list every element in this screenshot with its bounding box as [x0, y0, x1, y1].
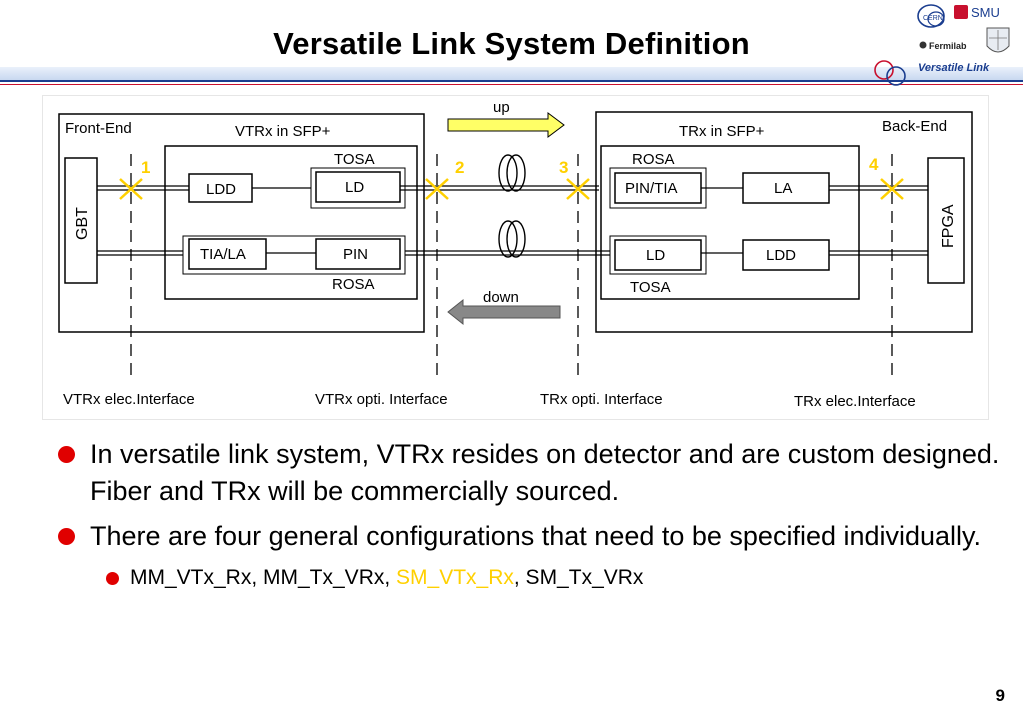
bullet-dot-icon — [58, 446, 75, 463]
pin-tia-label: PIN/TIA — [625, 180, 678, 197]
ldd-left-label: LDD — [206, 181, 236, 198]
fiber-coil-top-icon — [498, 154, 526, 192]
marker-x-icons — [119, 178, 904, 200]
header-rule-red — [0, 84, 1023, 85]
fermilab-text: Fermilab — [929, 41, 967, 51]
logo-cluster: CERN SMU Fermilab — [914, 2, 1019, 62]
slide-title: Versatile Link System Definition — [273, 26, 750, 61]
up-arrow — [447, 112, 565, 138]
sub-bullet-item: MM_VTx_Rx, MM_Tx_VRx, SM_VTx_Rx, SM_Tx_V… — [58, 563, 1013, 593]
header-band — [0, 67, 1023, 80]
interface-label-vtrx-elec: VTRx elec.Interface — [63, 391, 195, 408]
gbt-block — [64, 157, 98, 284]
smu-logo: SMU — [954, 5, 1000, 20]
left-rosa-label: ROSA — [332, 276, 375, 293]
bullet-text: There are four general configurations th… — [90, 521, 982, 551]
marker-2: 2 — [455, 158, 464, 177]
bullet-text: In versatile link system, VTRx resides o… — [90, 439, 1000, 506]
cern-logo: CERN — [917, 4, 945, 28]
bullet-item: In versatile link system, VTRx resides o… — [58, 436, 1013, 510]
up-label: up — [493, 99, 510, 116]
ldd-right-label: LDD — [766, 247, 796, 264]
interface-label-trx-opti: TRx opti. Interface — [540, 391, 663, 408]
sub-bullet-text-part1: MM_VTx_Rx, MM_Tx_VRx, — [130, 566, 397, 589]
right-tosa-label: TOSA — [630, 279, 671, 296]
smu-text: SMU — [971, 5, 1000, 20]
versatile-link-tagline: Versatile Link — [918, 62, 990, 74]
right-rosa-label: ROSA — [632, 151, 675, 168]
trx-box-label: TRx in SFP+ — [679, 123, 765, 140]
pin-tia-block — [614, 172, 702, 204]
versatile-link-rings-icon — [874, 60, 906, 86]
header-rule-blue — [0, 80, 1023, 82]
vtrx-box-label: VTRx in SFP+ — [235, 123, 331, 140]
back-end-label: Back-End — [882, 118, 947, 135]
bullet-dot-icon — [58, 528, 75, 545]
ldd-block-left — [188, 173, 253, 203]
ld-right-label: LD — [646, 247, 665, 264]
fpga-label: FPGA — [940, 204, 957, 248]
interface-label-vtrx-opti: VTRx opti. Interface — [315, 391, 448, 408]
ld-block-right — [614, 239, 702, 271]
fpga-block — [927, 157, 965, 284]
sub-bullet-text-part2: , SM_Tx_VRx — [513, 566, 644, 589]
front-end-label: Front-End — [65, 120, 132, 137]
sub-bullet-dot-icon — [106, 572, 119, 585]
page-number: 9 — [995, 686, 1005, 705]
system-diagram: .bx{fill:#fff;stroke:#000;stroke-width:1… — [42, 95, 989, 420]
left-tosa-label: TOSA — [334, 151, 375, 168]
bullet-item: There are four general configurations th… — [58, 518, 1013, 555]
pin-block — [315, 238, 401, 270]
gbt-label: GBT — [74, 207, 91, 240]
fiber-coil-bottom-icon — [498, 220, 526, 258]
pin-label: PIN — [343, 246, 368, 263]
marker-3: 3 — [559, 158, 568, 177]
la-block — [742, 172, 830, 204]
tia-la-block — [188, 238, 267, 270]
logos-svg: CERN SMU Fermilab — [917, 4, 1010, 53]
marker-1: 1 — [141, 158, 150, 177]
down-label: down — [483, 289, 519, 306]
tia-la-label: TIA/LA — [200, 246, 246, 263]
sub-bullet-highlight: SM_VTx_Rx — [396, 566, 514, 589]
marker-4: 4 — [869, 155, 879, 174]
down-arrow — [447, 298, 561, 326]
ldd-block-right — [742, 239, 830, 271]
fermilab-logo: Fermilab — [919, 41, 967, 51]
cern-text: CERN — [923, 15, 943, 22]
interface-label-trx-elec: TRx elec.Interface — [794, 393, 916, 410]
la-label: LA — [774, 180, 792, 197]
ld-block-left — [315, 171, 401, 203]
ld-left-label: LD — [345, 179, 364, 196]
diagram-svg: .bx{fill:#fff;stroke:#000;stroke-width:1… — [58, 99, 973, 410]
bullet-list: In versatile link system, VTRx resides o… — [58, 436, 1013, 593]
oxford-crest-icon — [986, 27, 1010, 53]
